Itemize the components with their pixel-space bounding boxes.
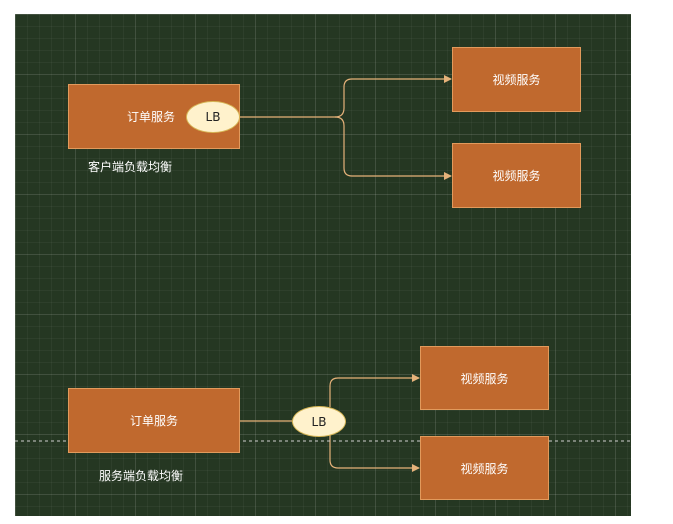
client-video-service-top-label: 视频服务 xyxy=(492,73,541,87)
edge-client-lb-to-video-bottom xyxy=(334,116,452,180)
edge-client-lb-to-video-top xyxy=(239,75,452,118)
server-lb-node[interactable]: LB xyxy=(292,406,346,437)
server-lb-label: LB xyxy=(311,414,327,429)
client-lb-node[interactable]: LB xyxy=(186,101,240,133)
diagram-canvas: 订单服务 LB 客户端负载均衡 视频服务 视频服务 订单服务 LB 服务端负载均… xyxy=(15,14,631,516)
server-video-service-top-label: 视频服务 xyxy=(460,371,509,386)
server-order-service-node[interactable]: 订单服务 xyxy=(68,388,240,453)
server-video-service-top-node[interactable]: 视频服务 xyxy=(420,346,549,410)
client-lb-label: LB xyxy=(205,110,221,124)
client-video-service-bottom-label: 视频服务 xyxy=(492,169,541,183)
server-order-service-label: 订单服务 xyxy=(129,414,178,428)
edge-server-lb-to-video-top xyxy=(329,374,420,407)
server-caption: 服务端负载均衡 xyxy=(99,469,184,483)
client-video-service-bottom-node[interactable]: 视频服务 xyxy=(452,143,581,208)
server-video-service-bottom-label: 视频服务 xyxy=(460,461,509,476)
client-caption: 客户端负载均衡 xyxy=(88,160,173,174)
client-order-service-label: 订单服务 xyxy=(127,110,176,124)
client-video-service-top-node[interactable]: 视频服务 xyxy=(452,47,581,112)
edge-server-lb-to-video-bottom xyxy=(329,435,420,472)
server-video-service-bottom-node[interactable]: 视频服务 xyxy=(420,436,549,500)
